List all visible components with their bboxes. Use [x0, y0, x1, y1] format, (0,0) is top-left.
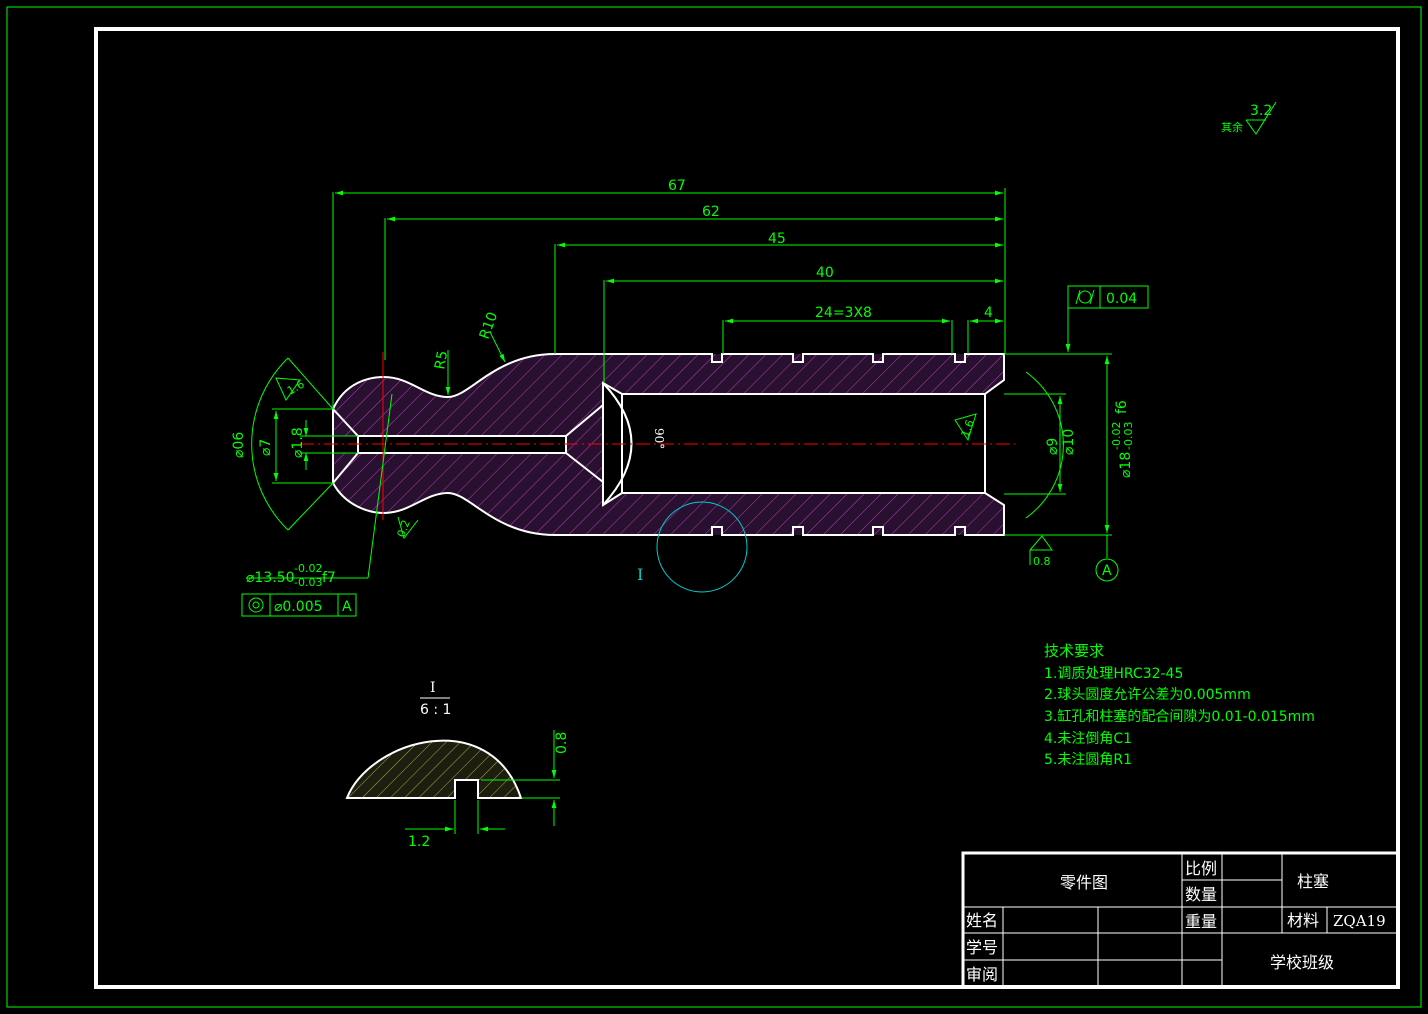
detail-circle-label: I [637, 565, 643, 584]
tb-drawing-type: 零件图 [1060, 873, 1108, 892]
tb-weight-label: 重量 [1185, 912, 1217, 931]
requirement-1: 1.调质处理HRC32-45 [1044, 666, 1183, 682]
dim-1350-fit: f7 [322, 570, 336, 586]
dim-9: ⌀9 [1045, 438, 1061, 455]
roughness-16b: 1.6 [959, 418, 977, 439]
tb-id-label: 学号 [966, 938, 998, 957]
detail-view: I 6 : 1 0.8 1.2 [345, 680, 570, 850]
cylindricity-frame: 0.04 [1065, 285, 1149, 352]
roughness-other-label: 其余 [1221, 120, 1243, 134]
dim-18f6-fit: f6 [1114, 400, 1130, 414]
dim-4: 4 [984, 305, 993, 321]
dim-r10: R10 [477, 310, 501, 341]
inner-frame [94, 27, 1400, 989]
roughness-other-value: 3.2 [1250, 103, 1272, 119]
tb-scale-label: 比例 [1185, 859, 1217, 878]
dim-18f6-tol-up: -0.02 [1110, 422, 1123, 450]
requirements-title: 技术要求 [1044, 642, 1104, 660]
tb-name-label: 姓名 [966, 911, 998, 930]
dim-sphere: ⌀06 [231, 432, 247, 458]
dim-40: 40 [816, 265, 834, 281]
requirement-2: 2.球头圆度允许公差为0.005mm [1044, 687, 1251, 703]
dim-18f6: ⌀18 [1118, 452, 1134, 478]
detail-dim-12: 1.2 [408, 834, 430, 850]
requirement-3: 3.缸孔和柱塞的配合间隙为0.01-0.015mm [1044, 708, 1315, 725]
roughness-16a: 1.6 [285, 378, 307, 398]
dim-62: 62 [702, 204, 720, 220]
dimensions: 67 62 45 40 24=3X8 4 R10 R5 ⌀06 ⌀7 ⌀1.8 … [231, 178, 1135, 589]
dim-1350-tol-lo: -0.03 [294, 576, 322, 589]
tb-review-label: 审阅 [966, 965, 998, 984]
detail-scale: 6 : 1 [420, 702, 451, 718]
dim-10: ⌀10 [1061, 429, 1077, 455]
tb-part-name: 柱塞 [1297, 872, 1329, 891]
dim-24: 24=3X8 [815, 305, 872, 321]
roughness-08: 0.8 [1033, 555, 1051, 568]
datum-label: A [1102, 563, 1112, 579]
concentricity-datum: A [342, 599, 352, 615]
dim-1350: ⌀13.50 [246, 570, 295, 586]
outer-border [6, 6, 1422, 1008]
dim-1350-tol-up: -0.02 [294, 562, 322, 575]
requirement-5: 5.未注圆角R1 [1044, 752, 1132, 768]
technical-requirements: 技术要求 1.调质处理HRC32-45 2.球头圆度允许公差为0.005mm 3… [1044, 642, 1315, 768]
cylindricity-value: 0.04 [1106, 291, 1137, 307]
dim-45: 45 [768, 231, 786, 247]
tb-material-value: ZQA19 [1333, 912, 1386, 930]
roughness-02: 0.2 [395, 518, 413, 539]
dim-18f6-tol-lo: -0.03 [1122, 422, 1135, 450]
requirement-4: 4.未注倒角C1 [1044, 731, 1132, 747]
dim-18: ⌀1.8 [290, 427, 306, 458]
detail-title: I [430, 680, 436, 696]
datum-a: A [1095, 535, 1119, 582]
dim-angle: 90° [652, 428, 666, 449]
tb-material-label: 材料 [1287, 911, 1319, 930]
dim-r5: R5 [432, 350, 451, 371]
detail-dim-08: 0.8 [554, 732, 570, 754]
concentricity-value: ⌀0.005 [274, 599, 323, 615]
title-block: 零件图 比例 数量 重量 柱塞 材料 ZQA19 姓名 学号 审阅 学校班级 [961, 851, 1400, 989]
detail-circle [656, 501, 748, 593]
dim-7: ⌀7 [258, 439, 274, 456]
tb-school-class: 学校班级 [1270, 953, 1334, 972]
tb-quantity-label: 数量 [1185, 885, 1217, 904]
concentricity-frame: ⌀0.005 A [241, 593, 357, 617]
dim-67: 67 [668, 178, 686, 194]
roughness-symbols: 其余 3.2 1.6 1.6 0.2 0.8 [275, 101, 1277, 568]
